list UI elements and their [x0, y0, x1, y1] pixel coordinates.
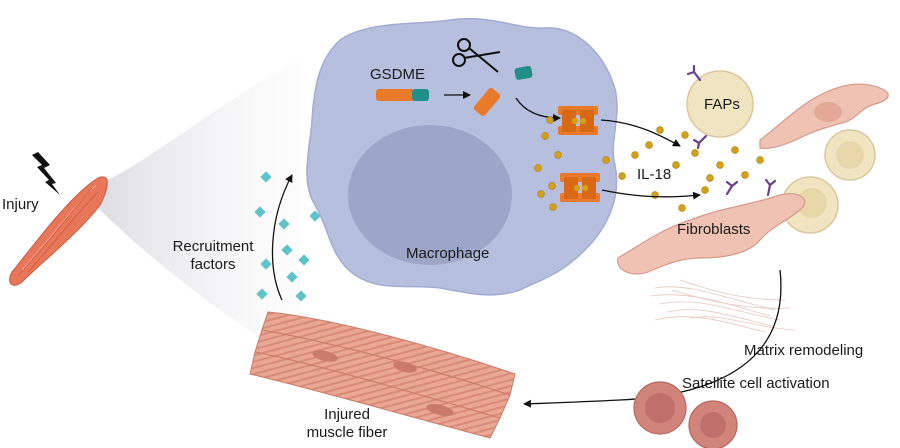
recruitment-factor-particles	[254, 171, 321, 302]
fap-cell	[686, 70, 754, 138]
lightning-icon	[32, 152, 60, 195]
label-gsdme: GSDME	[370, 66, 426, 83]
matrix-fibers	[649, 279, 796, 333]
gsdme-pore-bottom	[560, 173, 600, 202]
label-matrix-remodeling: Matrix remodeling	[744, 342, 864, 359]
gsdme-c-terminal	[514, 66, 533, 80]
gsdme-pore-top	[558, 106, 598, 135]
label-injured-line2: muscle fiber	[306, 424, 388, 441]
fap-cell-3	[781, 176, 839, 234]
nucleus	[348, 125, 512, 265]
il18-arrow-bottom	[601, 189, 701, 200]
fap-cell-2	[824, 129, 876, 181]
label-recruitment-line2: factors	[190, 256, 236, 273]
label-faps: FAPs	[704, 96, 740, 113]
gsdme-n-terminal	[473, 88, 501, 116]
recruitment-arrow	[271, 174, 293, 301]
fibroblast-nucleus-top	[814, 102, 842, 122]
injured-muscle-fiber	[249, 311, 516, 439]
gsdme-full-length	[376, 89, 429, 101]
label-satellite-activation: Satellite cell activation	[682, 375, 830, 392]
satellite-cell-1	[633, 381, 687, 435]
il18-arrow-top	[600, 119, 681, 147]
receptors	[686, 64, 777, 197]
label-fibroblasts: Fibroblasts	[677, 221, 751, 238]
il18-particles	[534, 116, 764, 212]
magnification-cone	[95, 60, 300, 360]
fibroblast-cell-bottom	[617, 193, 806, 275]
muscle-icon	[9, 176, 108, 286]
label-injury: Injury	[2, 196, 39, 213]
satellite-cell-2	[688, 400, 738, 448]
label-recruitment-line1: Recruitment	[172, 238, 254, 255]
label-injured-line1: Injured	[324, 406, 370, 423]
label-il18: IL-18	[637, 166, 672, 183]
scissors-icon	[452, 38, 501, 73]
label-macrophage: Macrophage	[406, 245, 490, 262]
pore-arrow	[515, 97, 561, 122]
